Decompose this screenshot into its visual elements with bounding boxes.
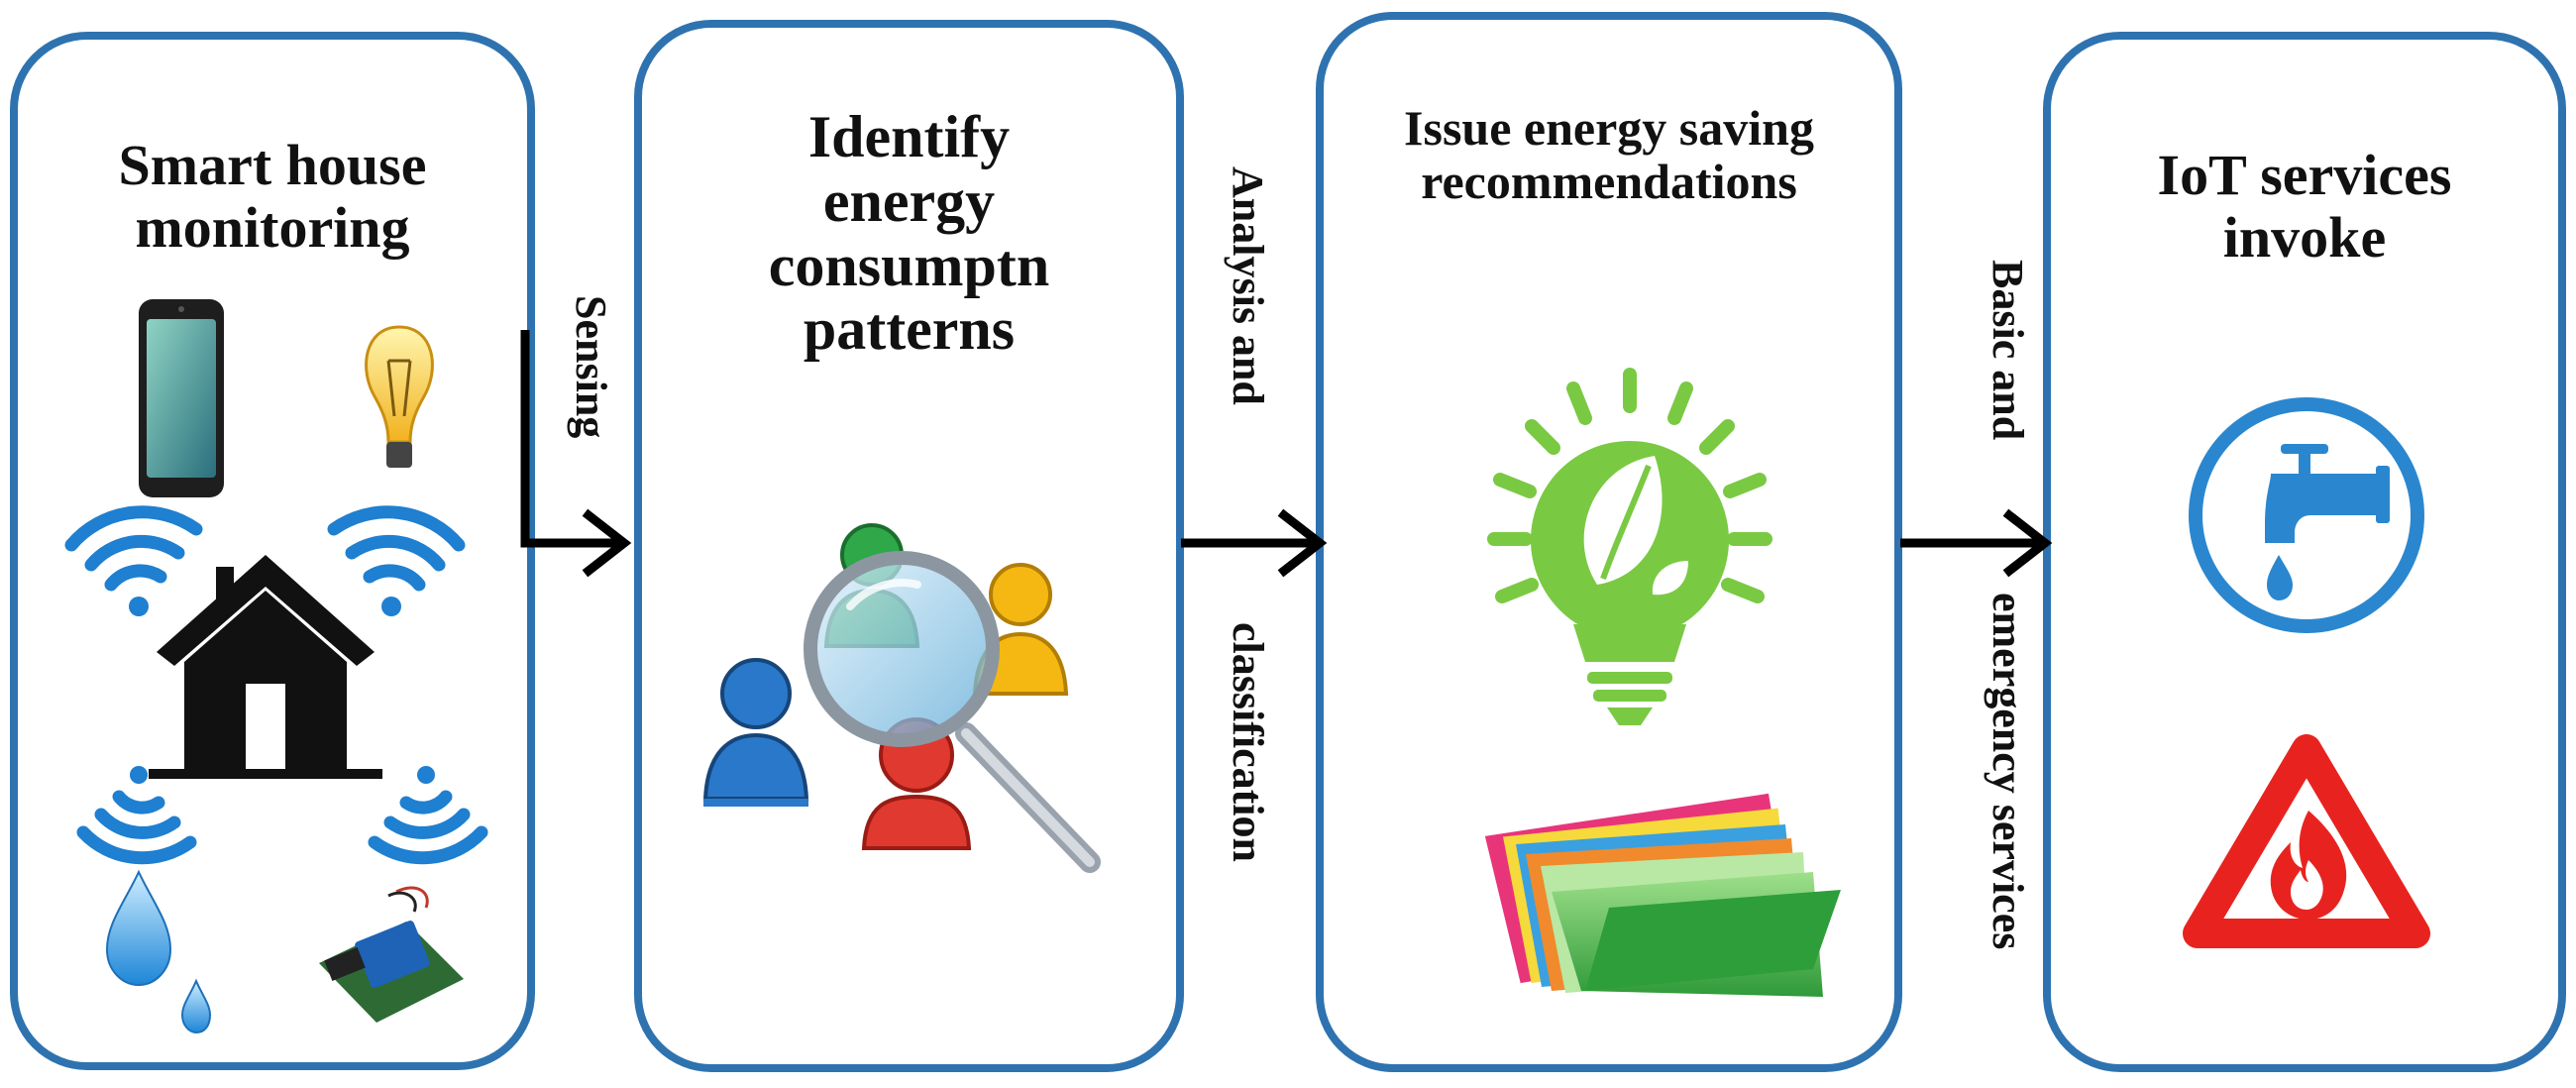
panel-title: IoT services invoke [2157,143,2452,270]
panel-title: Identify energy consumptn patterns [768,104,1050,363]
panel-title: Smart house monitoring [118,133,427,260]
water-tap-icon [2189,397,2424,633]
house-icon [149,555,382,779]
smartphone-icon [139,299,224,497]
analysis-arrow [1181,508,1328,578]
light-bulb-icon [365,325,434,468]
panel-title: Issue energy saving recommendations [1404,100,1814,209]
magnifier-icon [804,551,1101,873]
relay-module-icon [319,886,464,1023]
wifi-signal-icon [64,505,488,865]
eco-bulb-icon [1487,368,1772,725]
water-drop-icon [105,869,212,1034]
people-icon [702,523,1069,850]
panel-identify-patterns: Identify energy consumptn patterns [634,20,1184,1072]
folders-icon [1484,793,1841,997]
fire-warning-icon [2183,734,2430,948]
sensing-arrow [520,330,632,578]
services-arrow [1900,508,2053,578]
